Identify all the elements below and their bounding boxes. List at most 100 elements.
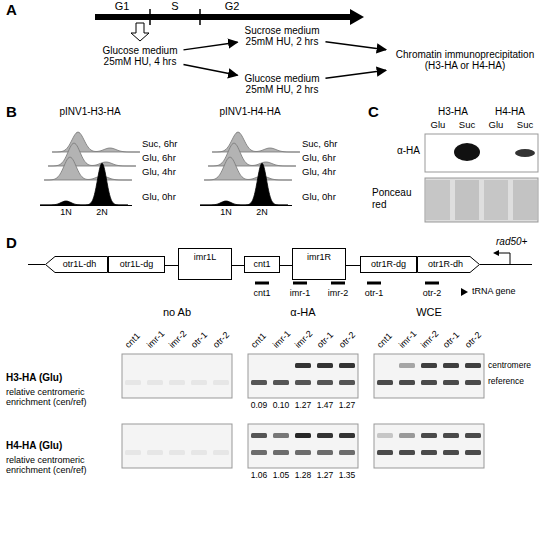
node-text: imr1R <box>307 252 331 262</box>
gel-band <box>213 450 229 455</box>
lane-header: imr-1 <box>145 328 167 350</box>
gel-band <box>399 450 415 455</box>
row-label: H4-HA (Glu) <box>6 440 62 452</box>
flow-histograms <box>40 132 300 205</box>
stain-lane <box>513 180 537 220</box>
gel-band <box>273 433 289 438</box>
repeat-region: imr1R <box>292 248 346 280</box>
band-label: centromere <box>488 361 531 371</box>
phase-label: S <box>171 0 178 13</box>
lane-header: imr-1 <box>271 328 293 350</box>
lane-header: imr-1 <box>397 328 419 350</box>
phase-tick <box>199 9 201 25</box>
stain-lane <box>455 180 479 220</box>
row-note: relative centromeric enrichment (cen/ref… <box>6 455 118 476</box>
primer-bar <box>255 282 269 285</box>
panel-letter: B <box>6 103 17 120</box>
gene-label: rad50+ <box>496 236 527 248</box>
primer-label: cnt1 <box>253 288 270 298</box>
value-label: 1.27 <box>295 401 312 411</box>
lane-header: cnt1 <box>249 331 268 350</box>
node-text: otr1R-dg <box>371 259 406 269</box>
repeat-region: otr1R-dg <box>360 256 417 273</box>
primer-label: imr-2 <box>328 288 349 298</box>
gel-panel <box>122 424 232 468</box>
gel-band <box>191 380 207 385</box>
dna-histogram <box>208 143 296 166</box>
assay-step: Chromatin immunoprecipitation (H3-HA or … <box>390 47 540 74</box>
hollow-arrow <box>131 23 149 41</box>
gel-panel <box>248 424 358 468</box>
chromosome-link <box>165 265 178 266</box>
panel-letter: A <box>6 1 17 18</box>
medium-step: Glucose medium25mM HU, 4 hrs <box>99 43 180 70</box>
dna-histogram <box>44 157 132 180</box>
medium-step: Sucrose medium25mM HU, 2 hrs <box>241 23 322 50</box>
blot-band <box>515 149 535 157</box>
repeat-region: otr1R-dh <box>417 256 480 273</box>
phase-tick <box>149 9 151 25</box>
gel-band <box>421 450 437 455</box>
dna-histogram <box>204 157 292 180</box>
series-label: Glu, 4hr <box>302 167 336 178</box>
lane-header: otr-2 <box>337 330 357 350</box>
node-text: otr1L-dg <box>120 259 154 269</box>
medium-step: Glucose medium25mM HU, 2 hrs <box>241 71 322 98</box>
chromosome-link <box>280 265 292 266</box>
gel-panel <box>374 424 484 468</box>
series-label: Glu, 6hr <box>142 153 176 164</box>
gel-band <box>125 380 141 385</box>
value-label: 1.27 <box>339 401 356 411</box>
node-text: cnt1 <box>253 259 270 269</box>
core-region: cnt1 <box>244 256 280 273</box>
gel-band <box>443 433 459 438</box>
gel-band <box>421 363 437 368</box>
flow-arrow <box>325 42 386 50</box>
gel-panel <box>122 354 232 398</box>
lane-label: Suc <box>459 120 475 131</box>
gel-band <box>339 380 355 385</box>
gel-band <box>295 433 311 438</box>
gel-band <box>377 380 393 385</box>
repeat-region: otr1L-dh <box>45 256 108 273</box>
gel-band <box>443 380 459 385</box>
flow-arrow <box>183 65 237 76</box>
value-label: 1.47 <box>317 401 334 411</box>
group-header: α-HA <box>290 306 315 319</box>
gel-band <box>147 450 163 455</box>
primer-label: otr-2 <box>423 288 442 298</box>
axis-label: 1N <box>220 207 232 217</box>
legend-label: tRNA gene <box>472 286 516 296</box>
gel-band <box>317 450 333 455</box>
node-text: otr1L-dh <box>63 259 97 269</box>
gel-band <box>251 450 267 455</box>
lane-label: H3-HA <box>438 106 468 118</box>
gel-band <box>213 380 229 385</box>
pcr-gels <box>122 354 484 468</box>
gel-band <box>295 450 311 455</box>
lane-header: cnt1 <box>375 331 394 350</box>
lane-label: Suc <box>517 120 533 131</box>
gel-band <box>377 450 393 455</box>
value-label: 0.09 <box>251 401 268 411</box>
phase-label: G1 <box>115 0 130 13</box>
gel-band <box>169 380 185 385</box>
node-text: 25mM HU, 2 hrs <box>244 84 319 96</box>
gel-band <box>317 433 333 438</box>
group-header: no Ab <box>163 306 191 319</box>
gel-band <box>191 450 207 455</box>
histogram-stack <box>40 132 140 205</box>
node-text: 25mM HU, 2 hrs <box>244 36 319 48</box>
promoter-arrowhead <box>493 250 499 256</box>
lane-label: Glu <box>431 120 446 131</box>
lane-header: otr-2 <box>463 330 483 350</box>
stain-lane <box>426 180 450 220</box>
node-text: imr1L <box>194 252 217 262</box>
primer-bar <box>425 282 439 285</box>
ponceau-stain <box>425 178 538 222</box>
series-label: Suc, 6hr <box>302 139 337 150</box>
gel-band <box>443 450 459 455</box>
chromosome-link <box>232 265 244 266</box>
lane-header: imr-2 <box>419 328 441 350</box>
